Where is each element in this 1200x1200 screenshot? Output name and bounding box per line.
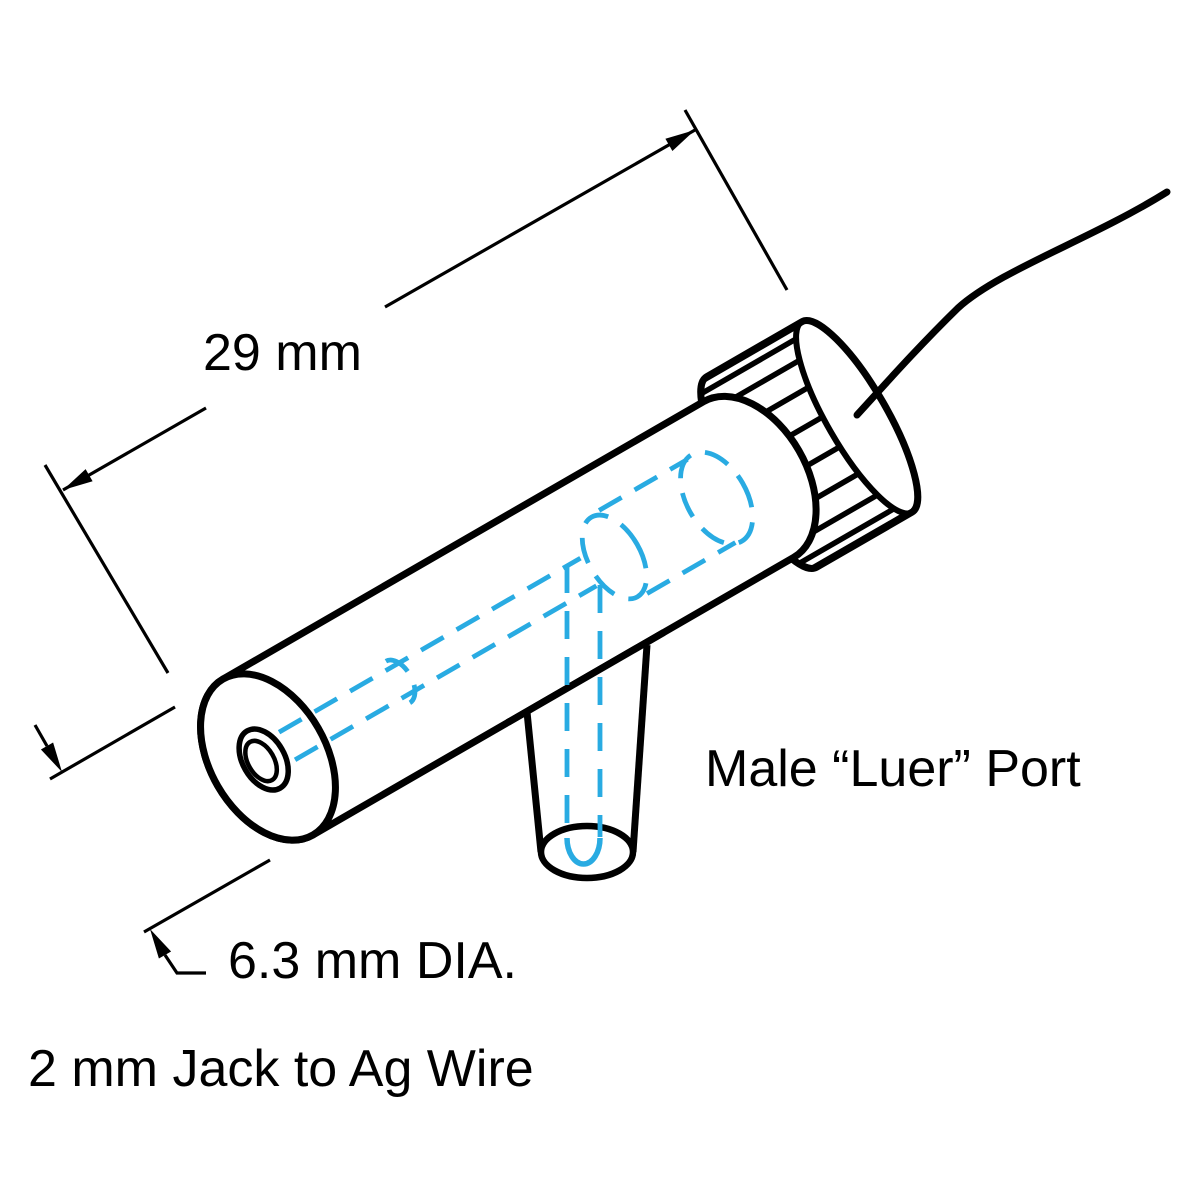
cavity-end-ellipse xyxy=(678,449,756,547)
cavity-bottom xyxy=(645,540,737,596)
arrowhead-upper xyxy=(40,742,62,772)
cap-rear-rim xyxy=(793,319,914,517)
cylinder-edge-restore xyxy=(506,629,666,726)
tangent-line-lower xyxy=(143,858,271,934)
jack-hole-inner xyxy=(243,738,280,784)
leader-line xyxy=(163,954,206,975)
diameter-dimension-label: 6.3 mm DIA. xyxy=(228,932,517,990)
luer-port-right-edge xyxy=(629,644,651,853)
arrowhead-left xyxy=(63,469,93,490)
arrowhead-right xyxy=(665,130,695,151)
caption-label: 2 mm Jack to Ag Wire xyxy=(28,1040,534,1098)
jack-bore-step-arc xyxy=(384,657,418,705)
luer-port-tip-opening xyxy=(537,822,637,882)
knurl-rib xyxy=(797,506,896,567)
luer-port-left-edge xyxy=(523,711,545,853)
luer-port xyxy=(523,644,651,882)
jack-bore-top xyxy=(277,556,582,735)
tangent-line-upper xyxy=(49,705,176,781)
luer-port-fill xyxy=(527,645,647,878)
knurl-rib xyxy=(699,336,798,397)
knurl-rib xyxy=(810,511,909,571)
port-bore-exit xyxy=(564,837,603,867)
upper-arrow-shaft xyxy=(33,724,49,747)
dimension-line-segment xyxy=(384,128,696,309)
cylinder-bottom-edge xyxy=(506,629,666,726)
extension-line-right xyxy=(683,109,789,291)
arrowhead-lower xyxy=(150,929,172,959)
luer-port-label: Male “Luer” Port xyxy=(705,740,1081,798)
jack-bore-bottom xyxy=(293,583,598,762)
dimension-6-3mm xyxy=(33,705,271,975)
silver-wire xyxy=(853,188,1171,419)
knurl-rib xyxy=(701,322,800,383)
extension-line-left xyxy=(43,464,170,674)
hidden-port-bore xyxy=(564,565,603,867)
main-cylinder xyxy=(197,392,820,844)
hidden-bore-lines xyxy=(277,449,756,762)
cavity-top xyxy=(597,457,689,513)
cavity-seat-ellipse xyxy=(579,512,649,602)
length-dimension-label: 29 mm xyxy=(203,324,362,382)
dimension-29mm xyxy=(43,109,789,674)
